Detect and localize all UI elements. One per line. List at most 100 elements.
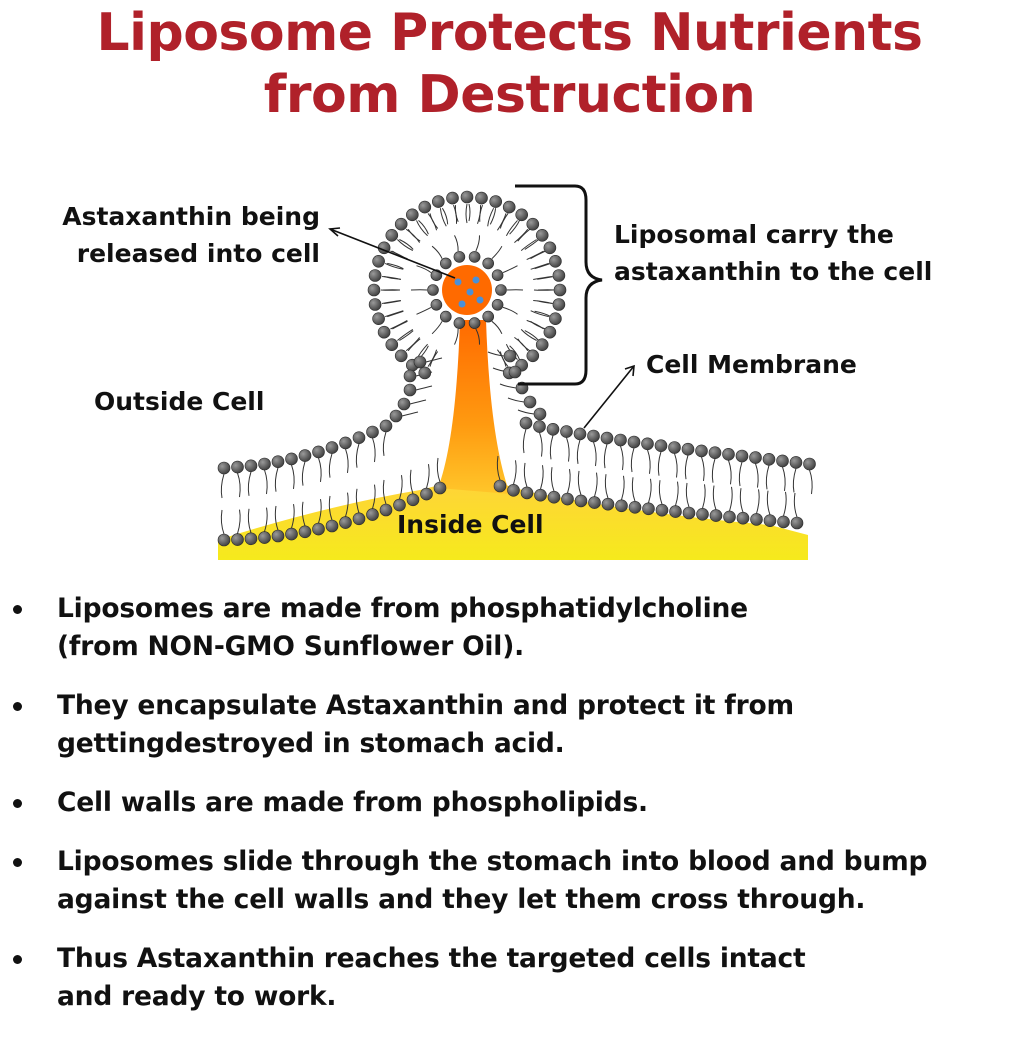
astaxanthin-particle-icon: [459, 301, 466, 308]
phospholipid-tail-icon: [500, 384, 516, 388]
phospholipid-tail-icon: [476, 235, 480, 251]
phospholipid-head-icon: [547, 423, 559, 435]
phospholipid-tail-icon: [384, 277, 401, 280]
phospholipid-head-icon: [431, 299, 442, 310]
phospholipid-head-icon: [669, 442, 681, 454]
phospholipid-tail-icon: [221, 510, 224, 534]
phospholipid-tail-icon: [541, 465, 544, 489]
phospholipid-tail-icon: [595, 473, 598, 497]
label-astaxanthin-release: Astaxanthin being released into cell: [40, 198, 320, 272]
phospholipid-head-icon: [299, 526, 311, 538]
phospholipid-head-icon: [454, 251, 465, 262]
liposome-core: [442, 265, 492, 315]
phospholipid-tail-icon: [390, 320, 407, 329]
label-cell-membrane: Cell Membrane: [646, 346, 857, 383]
phospholipid-tail-icon: [427, 464, 430, 488]
phospholipid-tail-icon: [387, 311, 403, 316]
phospholipid-tail-icon: [659, 480, 662, 504]
phospholipid-head-icon: [454, 318, 465, 329]
phospholipid-head-icon: [534, 421, 546, 433]
phospholipid-head-icon: [432, 196, 444, 208]
phospholipid-head-icon: [521, 487, 533, 499]
phospholipid-tail-icon: [302, 462, 305, 486]
phospholipid-tail-icon: [729, 460, 732, 484]
phospholipid-tail-icon: [649, 479, 652, 503]
phospholipid-head-icon: [750, 452, 762, 464]
phospholipid-tail-icon: [275, 468, 278, 492]
phospholipid-tail-icon: [551, 467, 554, 491]
phospholipid-head-icon: [461, 191, 473, 203]
bullet-dot-icon: [13, 799, 22, 808]
phospholipid-tail-icon: [490, 208, 495, 224]
phospholipid-tail-icon: [387, 263, 403, 268]
phospholipid-head-icon: [724, 511, 736, 523]
phospholipid-tail-icon: [540, 433, 543, 457]
phospholipid-head-icon: [494, 480, 506, 492]
phospholipid-head-icon: [447, 192, 459, 204]
phospholipid-head-icon: [406, 209, 418, 221]
phospholipid-tail-icon: [766, 465, 769, 489]
phospholipid-tail-icon: [756, 464, 759, 488]
phospholipid-head-icon: [369, 299, 381, 311]
phospholipid-tail-icon: [550, 435, 553, 459]
astaxanthin-particle-icon: [455, 279, 462, 286]
phospholipid-head-icon: [398, 398, 410, 410]
bullet-item: Liposomes are made from phosphatidylchol…: [0, 590, 1019, 666]
phospholipid-head-icon: [378, 326, 390, 338]
phospholipid-tail-icon: [373, 438, 376, 462]
phospholipid-tail-icon: [531, 263, 549, 269]
phospholipid-head-icon: [536, 339, 548, 351]
phospholipid-head-icon: [340, 437, 352, 449]
phospholipid-tail-icon: [399, 240, 413, 250]
phospholipid-head-icon: [670, 506, 682, 518]
phospholipid-tail-icon: [319, 458, 322, 482]
phospholipid-tail-icon: [248, 509, 251, 533]
phospholipid-tail-icon: [432, 246, 442, 259]
phospholipid-head-icon: [492, 270, 503, 281]
phospholipid-tail-icon: [416, 386, 432, 390]
phospholipid-tail-icon: [383, 432, 386, 456]
bullet-dot-icon: [13, 955, 22, 964]
phospholipid-tail-icon: [488, 352, 504, 356]
phospholipid-tail-icon: [648, 450, 651, 474]
phospholipid-head-icon: [553, 299, 565, 311]
phospholipid-head-icon: [777, 455, 789, 467]
phospholipid-tail-icon: [578, 471, 581, 495]
phospholipid-tail-icon: [632, 477, 635, 501]
phospholipid-tail-icon: [537, 301, 554, 304]
phospholipid-tail-icon: [703, 484, 706, 508]
phospholipid-tail-icon: [385, 263, 403, 269]
phospholipid-tail-icon: [399, 331, 413, 341]
phospholipid-tail-icon: [535, 311, 551, 316]
phospholipid-head-icon: [483, 311, 494, 322]
phospholipid-head-icon: [763, 453, 775, 465]
phospholipid-head-icon: [737, 512, 749, 524]
phospholipid-head-icon: [628, 436, 640, 448]
phospholipid-head-icon: [373, 313, 385, 325]
phospholipid-tail-icon: [767, 491, 770, 515]
phospholipid-tail-icon: [408, 339, 420, 351]
fusion-channel: [438, 320, 510, 494]
phospholipid-tail-icon: [356, 444, 359, 468]
bullet-list: Liposomes are made from phosphatidylchol…: [0, 590, 1019, 1037]
phospholipid-tail-icon: [514, 337, 527, 350]
phospholipid-tail-icon: [428, 350, 437, 367]
phospholipid-tail-icon: [783, 467, 786, 491]
phospholipid-tail-icon: [631, 448, 634, 472]
phospholipid-head-icon: [791, 517, 803, 529]
phospholipid-head-icon: [367, 426, 379, 438]
phospholipid-tail-icon: [527, 251, 544, 260]
phospholipid-tail-icon: [525, 240, 539, 250]
phospholipid-head-icon: [395, 350, 407, 362]
phospholipid-tail-icon: [658, 452, 661, 476]
phospholipid-head-icon: [373, 255, 385, 267]
phospholipid-head-icon: [390, 410, 402, 422]
phospholipid-tail-icon: [437, 458, 440, 482]
phospholipid-head-icon: [272, 456, 284, 468]
phospholipid-head-icon: [414, 356, 426, 368]
phospholipid-tail-icon: [346, 449, 349, 473]
phospholipid-head-icon: [386, 339, 398, 351]
phospholipid-tail-icon: [506, 220, 517, 235]
bullet-dot-icon: [13, 858, 22, 867]
phospholipid-tail-icon: [469, 204, 470, 221]
